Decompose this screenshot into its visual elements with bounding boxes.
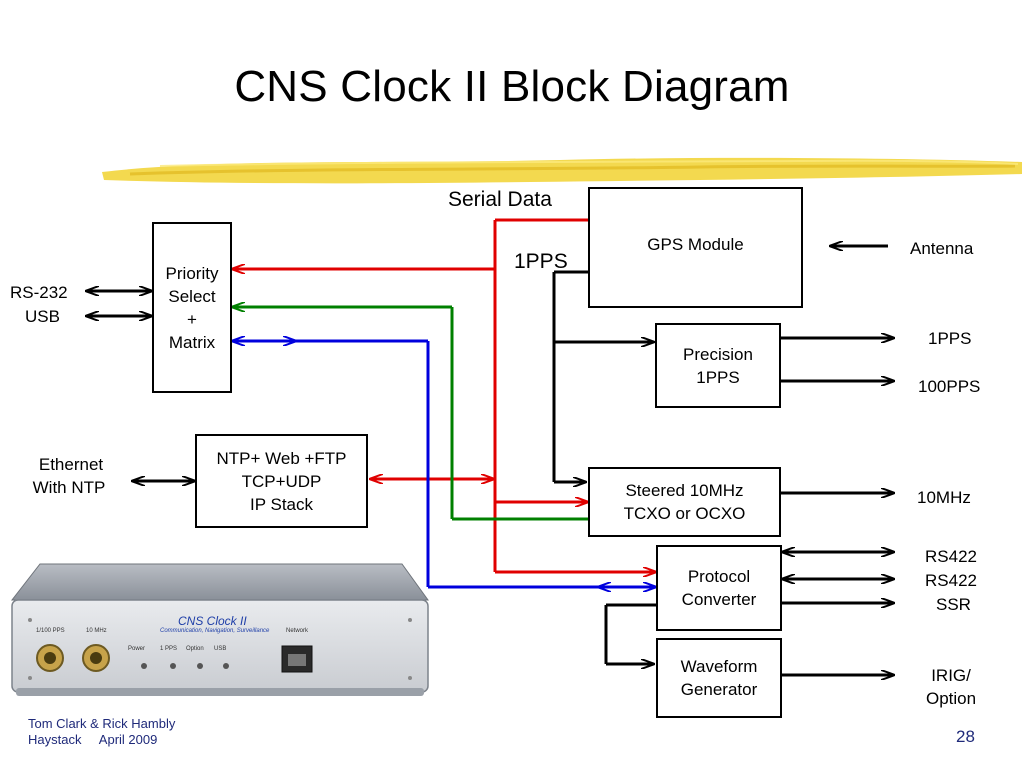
usb-label: USB bbox=[25, 307, 60, 326]
output-irig-label: IRIG/ Option bbox=[926, 664, 976, 710]
ntp-label-3: IP Stack bbox=[250, 494, 313, 514]
pps-bus-lines bbox=[86, 246, 894, 675]
device-led-label-power: Power bbox=[128, 646, 146, 652]
steered-label-2: TCXO or OCXO bbox=[623, 504, 746, 523]
waveform-label-1: Waveform bbox=[680, 657, 758, 676]
device-led-label-option: Option bbox=[186, 646, 204, 652]
output-1pps-label: 1PPS bbox=[928, 329, 972, 348]
output-irig-label-2: Option bbox=[926, 689, 977, 708]
gps-module-label: GPS Module bbox=[647, 235, 744, 254]
ntp-label-1: NTP+ Web +FTP bbox=[216, 448, 347, 468]
waveform-label-2: Generator bbox=[680, 680, 758, 699]
ethernet-label: Ethernet With NTP bbox=[33, 453, 106, 499]
gps-module-block: GPS Module bbox=[588, 187, 803, 308]
page-title: CNS Clock II Block Diagram bbox=[234, 62, 790, 111]
priority-label-3: + bbox=[187, 309, 197, 329]
footer-authors: Tom Clark & Rick Hambly bbox=[28, 716, 176, 731]
output-rs422-b-label: RS422 bbox=[925, 571, 977, 590]
waveform-generator-block: Waveform Generator bbox=[656, 638, 782, 718]
ethernet-label-2: With NTP bbox=[32, 478, 106, 497]
protocol-label-2: Converter bbox=[681, 590, 757, 609]
title-underline-stroke bbox=[102, 157, 1022, 184]
output-irig-label-1: IRIG/ bbox=[931, 666, 971, 685]
ethernet-label-1: Ethernet bbox=[38, 455, 104, 474]
serial-data-label: Serial Data bbox=[448, 188, 552, 211]
steered-oscillator-block: Steered 10MHz TCXO or OCXO bbox=[588, 467, 781, 537]
ntp-stack-block: NTP+ Web +FTP TCP+UDP IP Stack bbox=[195, 434, 368, 528]
output-ssr-label: SSR bbox=[936, 595, 971, 614]
device-subtitle: Communication, Navigation, Surveillance bbox=[160, 628, 270, 634]
device-port-label-2: 10 MHz bbox=[86, 628, 107, 634]
priority-label-2: Select bbox=[168, 286, 216, 306]
protocol-label-1: Protocol bbox=[687, 567, 751, 586]
protocol-converter-block: Protocol Converter bbox=[656, 545, 782, 631]
precision-label-2: 1PPS bbox=[696, 367, 740, 387]
priority-label-4: Matrix bbox=[168, 332, 216, 352]
device-led-label-usb: USB bbox=[214, 646, 227, 652]
serial-data-lines bbox=[232, 218, 656, 572]
output-10mhz-label: 10MHz bbox=[917, 488, 971, 507]
rs232-label: RS-232 bbox=[10, 283, 68, 302]
footer-place-date: Haystack April 2009 bbox=[28, 732, 158, 747]
pps-bus-label: 1PPS bbox=[514, 250, 568, 273]
device-led-label-1pps: 1 PPS bbox=[160, 646, 178, 652]
precision-1pps-block: Precision 1PPS bbox=[655, 323, 781, 408]
blue-data-lines bbox=[232, 341, 656, 587]
device-network-label: Network bbox=[286, 628, 309, 634]
output-rs422-a-label: RS422 bbox=[925, 547, 977, 566]
steered-label-1: Steered 10MHz bbox=[625, 481, 744, 500]
priority-label-1: Priority bbox=[165, 263, 219, 283]
steering-lines bbox=[232, 307, 588, 521]
precision-label-1: Precision bbox=[683, 344, 753, 364]
priority-select-block: Priority Select + Matrix bbox=[152, 222, 232, 393]
device-port-label-1: 1/100 PPS bbox=[36, 628, 65, 634]
cns-clock-device-photo bbox=[10, 563, 429, 696]
device-brand: CNS Clock II bbox=[178, 614, 247, 628]
output-100pps-label: 100PPS bbox=[918, 377, 981, 396]
page-number: 28 bbox=[956, 727, 975, 746]
ntp-label-2: TCP+UDP bbox=[241, 471, 322, 491]
antenna-label: Antenna bbox=[910, 239, 974, 258]
device-labels: CNS Clock II Communication, Navigation, … bbox=[10, 560, 430, 698]
